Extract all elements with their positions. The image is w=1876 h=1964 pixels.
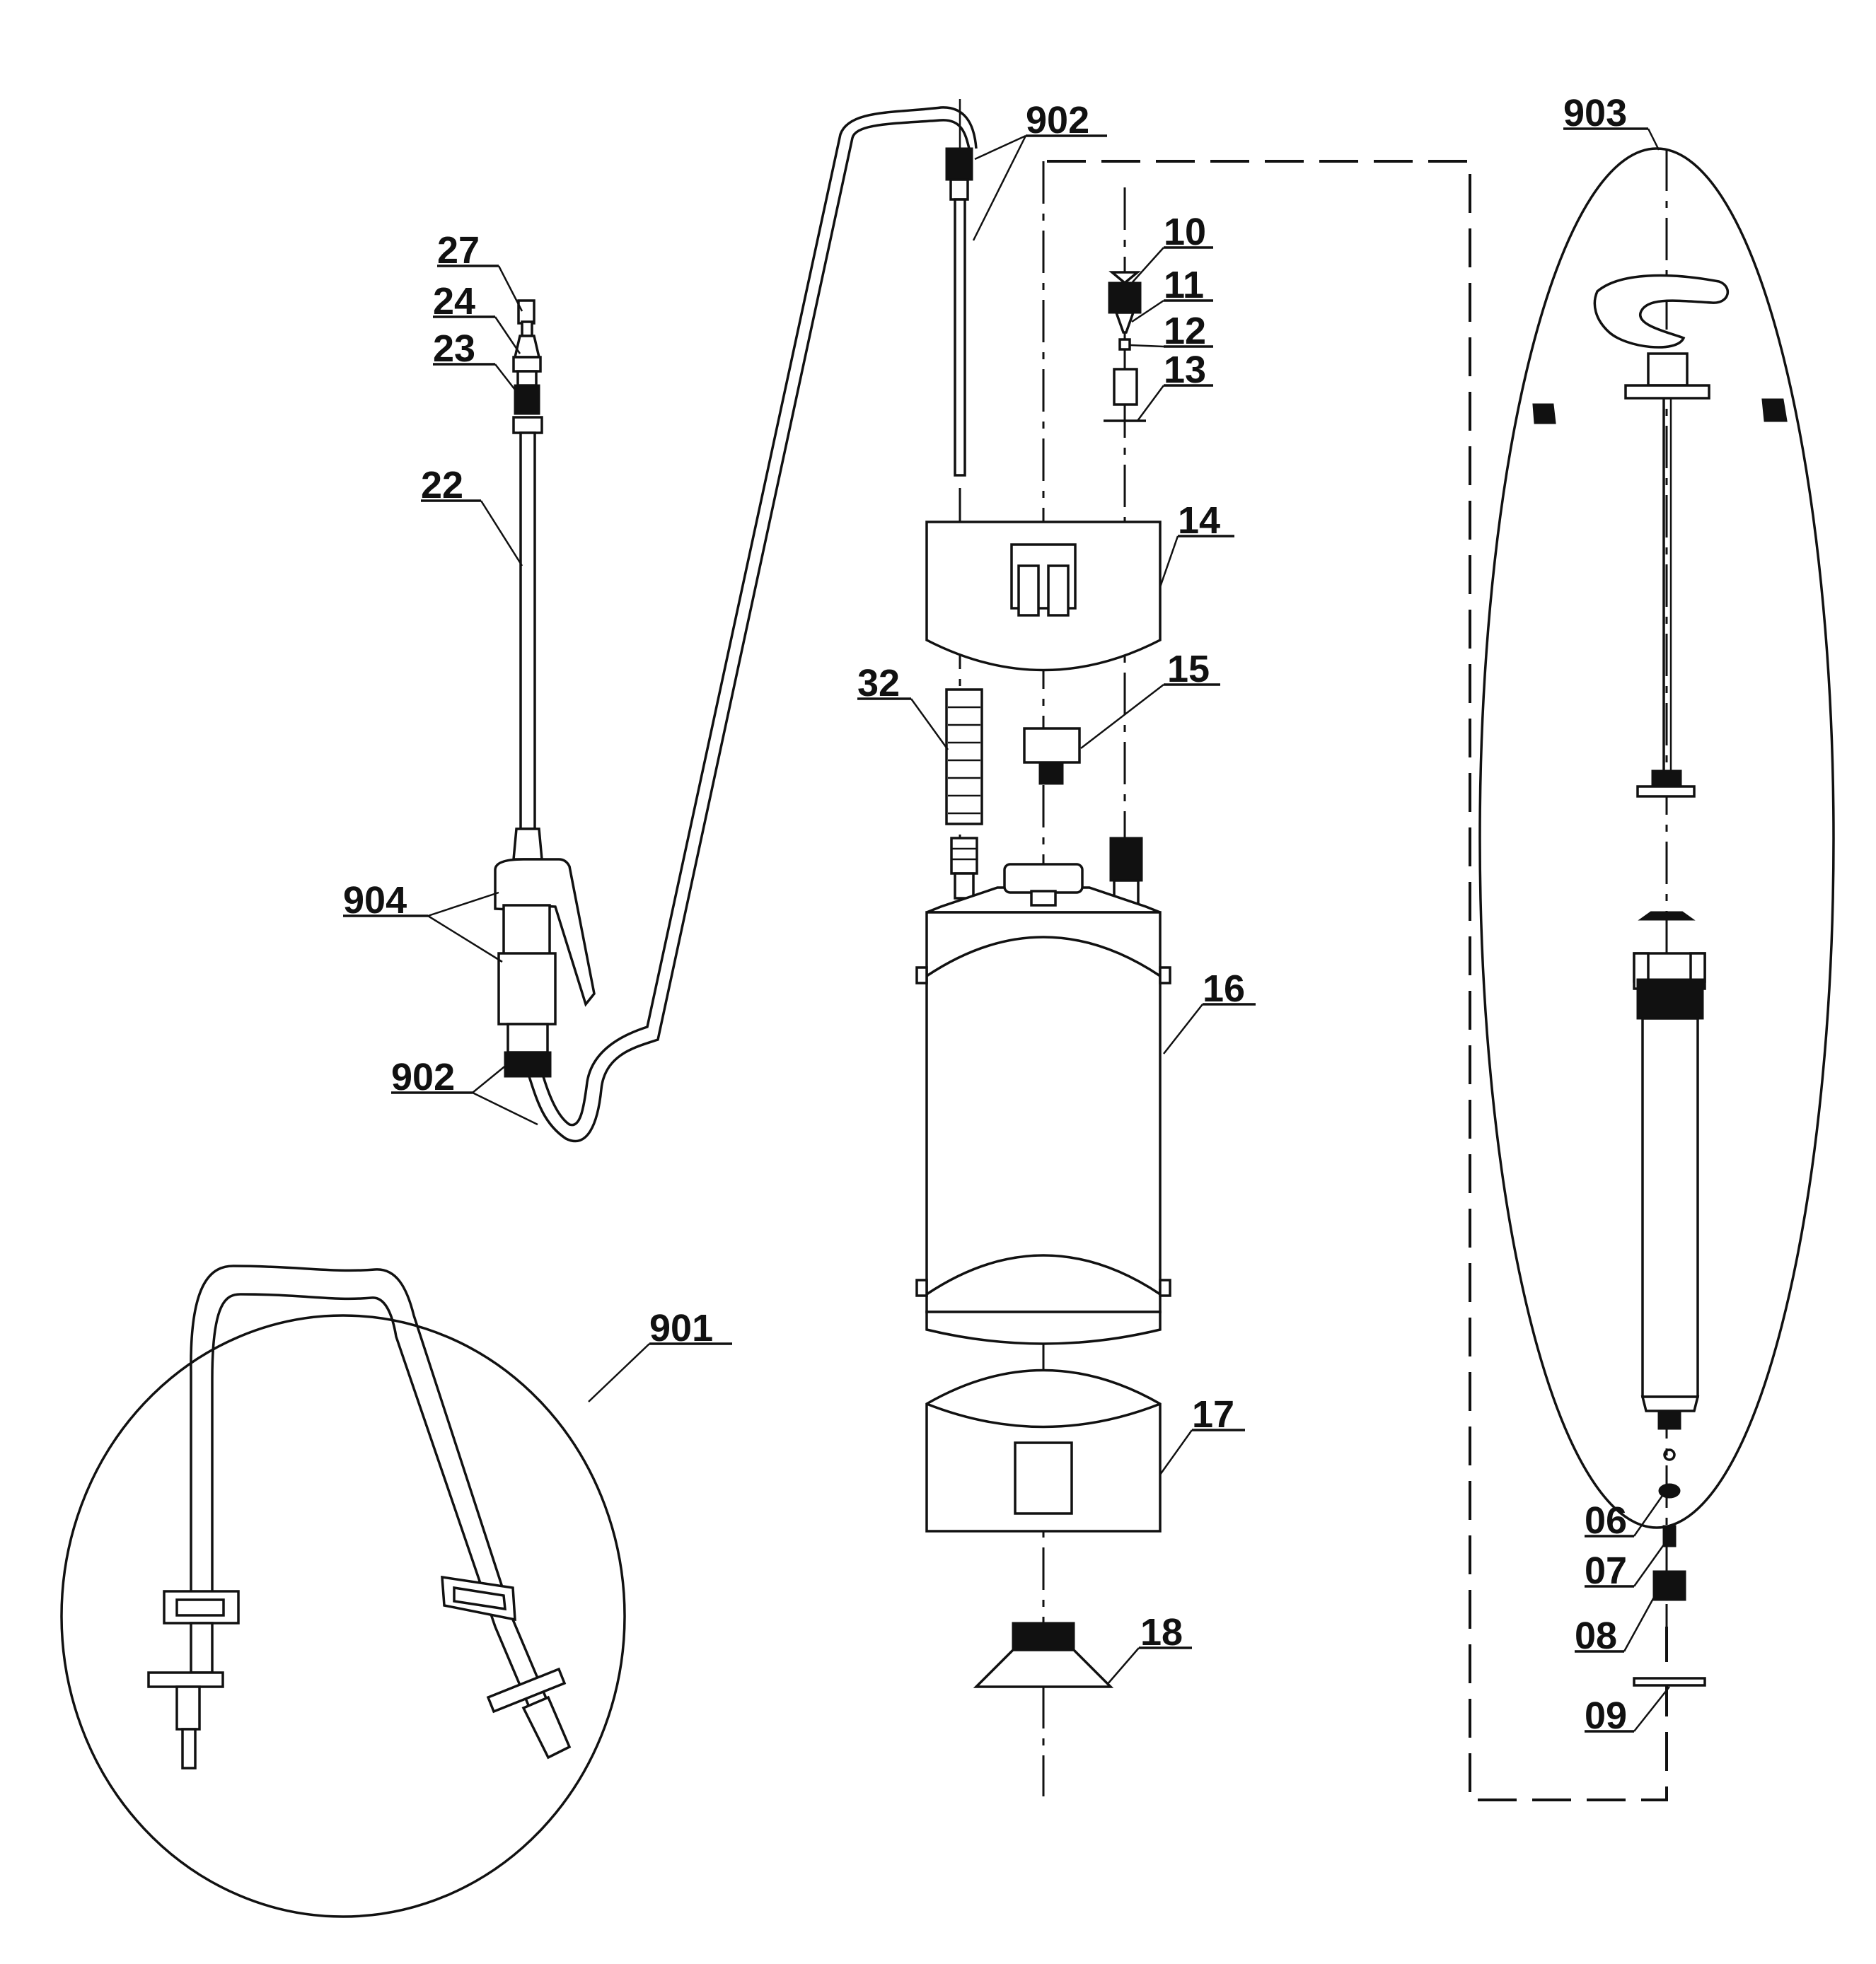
leader-lines — [343, 127, 1670, 1733]
callout-18: 18 — [1140, 1611, 1183, 1654]
callout-13: 13 — [1164, 349, 1206, 391]
callout-08: 08 — [1575, 1615, 1617, 1657]
nut-part-08 — [1652, 1570, 1686, 1601]
spray-lance-assembly — [494, 299, 596, 1078]
callout-27: 27 — [437, 229, 480, 272]
valve-cap-part-10 — [1108, 271, 1141, 285]
trigger-handle-part-904 — [494, 858, 596, 1078]
nozzle-tip-part-27 — [517, 299, 535, 337]
callout-11: 11 — [1164, 264, 1204, 306]
valve-body-part-11 — [1108, 281, 1142, 314]
callout-12: 12 — [1164, 310, 1206, 352]
foot-part-18 — [973, 1622, 1114, 1688]
callout-902-top: 902 — [1026, 99, 1089, 141]
top-coupling-part-902 — [945, 99, 973, 477]
assembly-boundary — [1047, 160, 1668, 1801]
callout-32: 32 — [857, 662, 900, 704]
callout-23: 23 — [433, 327, 475, 370]
ball-part-06 — [1663, 1448, 1676, 1461]
relief-valve-stack — [1104, 271, 1146, 422]
hose-detail-part-901 — [60, 1265, 626, 1918]
valve-spring-part-12 — [1118, 338, 1131, 351]
valve-seat-part-13 — [1113, 368, 1138, 406]
callout-15: 15 — [1167, 648, 1210, 690]
callout-24: 24 — [433, 280, 475, 323]
callout-07: 07 — [1585, 1550, 1627, 1592]
pump-assembly-part-903 — [1478, 147, 1835, 1529]
callout-17: 17 — [1192, 1393, 1234, 1436]
callout-16: 16 — [1203, 968, 1245, 1010]
callout-10: 10 — [1164, 211, 1206, 253]
tank-part-16 — [915, 863, 1171, 1345]
callout-904: 904 — [343, 879, 407, 922]
filter-part-15 — [1023, 727, 1081, 785]
washer-part-09 — [1633, 1677, 1706, 1687]
callout-06: 06 — [1585, 1499, 1627, 1542]
hose — [528, 106, 978, 1143]
nozzle-cone-part-24 — [512, 335, 542, 373]
callout-22: 22 — [421, 464, 463, 506]
top-cover-part-14 — [925, 521, 1162, 672]
base-cover-part-17 — [925, 1369, 1162, 1533]
spring-part-07 — [1662, 1525, 1677, 1547]
nozzle-nut-part-23 — [514, 370, 540, 415]
callout-14: 14 — [1178, 499, 1220, 542]
callout-901: 901 — [649, 1307, 713, 1349]
lance-tube-part-22 — [512, 416, 543, 861]
check-valve-stack — [1633, 1448, 1706, 1687]
callout-labels: 902 903 10 11 12 13 27 24 23 22 14 32 15… — [343, 92, 1627, 1737]
callout-09: 09 — [1585, 1695, 1627, 1737]
callout-902-bottom: 902 — [391, 1056, 455, 1098]
callout-903: 903 — [1563, 92, 1627, 134]
pressure-gauge-part-32 — [945, 688, 983, 900]
